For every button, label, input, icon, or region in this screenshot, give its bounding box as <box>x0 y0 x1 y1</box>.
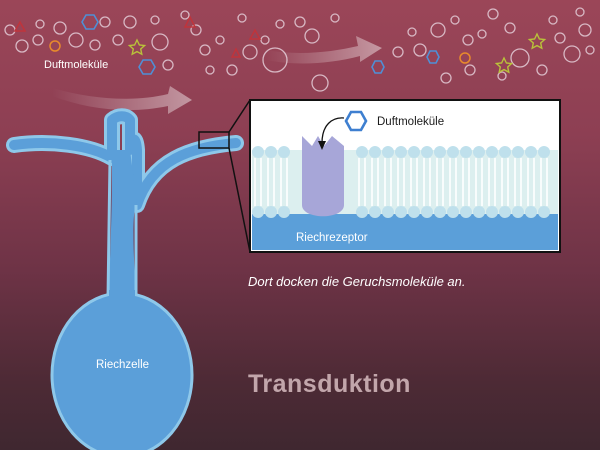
lipid-tail <box>254 158 262 206</box>
lipid-head <box>252 206 264 218</box>
zoom-indicator <box>198 99 251 253</box>
docking-arrow <box>321 117 345 144</box>
lipid-head <box>538 206 550 218</box>
olfactory-cell <box>6 108 244 450</box>
lipid-tail <box>501 158 509 206</box>
label-receptor: Riechrezeptor <box>296 232 368 244</box>
lipid-head <box>447 146 459 158</box>
lipid-head <box>408 206 420 218</box>
lipid-bilayer <box>252 150 558 214</box>
lipid-tail <box>410 158 418 206</box>
molecule-hexagons <box>81 14 440 75</box>
cell-neck <box>109 290 135 310</box>
membrane-inset <box>249 99 561 253</box>
lipid-tail <box>475 158 483 206</box>
lipid-head <box>512 146 524 158</box>
zoom-source-box <box>198 131 230 149</box>
lipid-head <box>473 146 485 158</box>
lipid-head <box>356 146 368 158</box>
lipid-head <box>460 146 472 158</box>
label-olfactory-cell: Riechzelle <box>96 359 150 371</box>
lipid-head <box>421 206 433 218</box>
lipid-head <box>278 206 290 218</box>
lipid-head <box>525 206 537 218</box>
lipid-head <box>499 146 511 158</box>
lipid-tail <box>267 158 275 206</box>
lipid-tail <box>449 158 457 206</box>
lipid-head <box>499 206 511 218</box>
lipid-head <box>382 146 394 158</box>
lipid-head <box>356 206 368 218</box>
lipid-head <box>395 206 407 218</box>
lipid-heads-top <box>252 146 550 158</box>
slide-heading: Transduktion <box>248 370 411 398</box>
cell-body <box>50 291 194 450</box>
lipid-head <box>369 146 381 158</box>
label-odor-molecules-inset: Duftmoleküle <box>377 116 445 128</box>
lipid-head <box>447 206 459 218</box>
lipid-head <box>460 206 472 218</box>
lipid-tail <box>436 158 444 206</box>
lipid-head <box>525 146 537 158</box>
molecule-stars <box>127 32 547 74</box>
inset-hexagon-molecule <box>344 110 368 132</box>
lipid-head <box>265 146 277 158</box>
lipid-head <box>434 146 446 158</box>
lipid-head <box>512 206 524 218</box>
lipid-tail <box>527 158 535 206</box>
lipid-tail <box>384 158 392 206</box>
floating-molecules <box>4 7 595 92</box>
lipid-head <box>252 146 264 158</box>
molecule-triangles <box>13 15 262 58</box>
lipid-heads-bottom <box>252 206 550 218</box>
lipid-tail <box>514 158 522 206</box>
lipid-tail <box>371 158 379 206</box>
lipid-tail <box>280 158 288 206</box>
lipid-head <box>395 146 407 158</box>
lipid-head <box>382 206 394 218</box>
lipid-tail <box>358 158 366 206</box>
lipid-head <box>278 146 290 158</box>
lipid-tail <box>540 158 548 206</box>
lipid-head <box>369 206 381 218</box>
lipid-tails <box>254 158 548 206</box>
lipid-head <box>486 206 498 218</box>
lipid-head <box>434 206 446 218</box>
lipid-head <box>538 146 550 158</box>
lipid-tail <box>488 158 496 206</box>
lipid-tail <box>397 158 405 206</box>
lipid-head <box>486 146 498 158</box>
lipid-head <box>473 206 485 218</box>
lipid-head <box>408 146 420 158</box>
molecule-circles <box>4 7 595 92</box>
motion-arrows <box>52 36 382 114</box>
label-odor-molecules: Duftmoleküle <box>44 59 109 71</box>
lipid-head <box>265 206 277 218</box>
olfactory-receptor <box>302 136 344 217</box>
molecule-orange-rings <box>49 40 471 64</box>
dendrite-trunk <box>108 150 137 298</box>
caption: Dort docken die Geruchsmoleküle an. <box>248 274 466 289</box>
intracellular-region <box>252 212 558 250</box>
lipid-tail <box>423 158 431 206</box>
lipid-head <box>421 146 433 158</box>
lipid-tail <box>462 158 470 206</box>
